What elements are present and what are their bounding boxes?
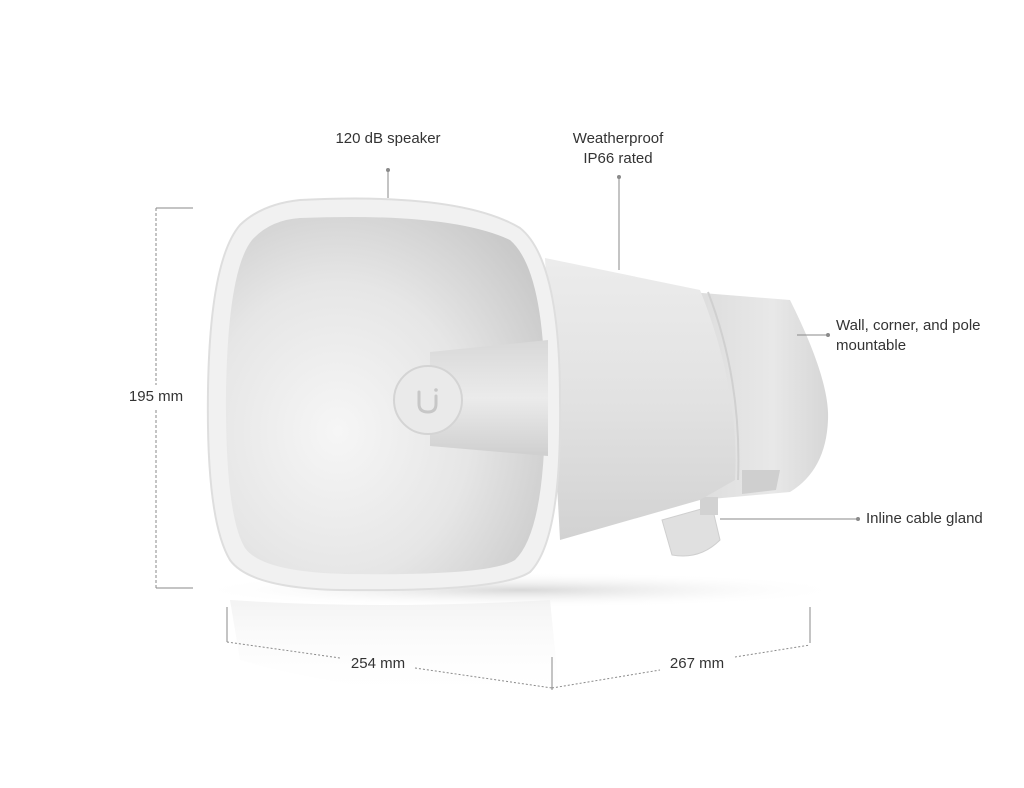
dimension-depth: 267 mm <box>669 655 725 672</box>
logo-icon <box>417 388 438 414</box>
cable-gland <box>661 497 721 557</box>
callout-weatherproof-line2: IP66 rated <box>583 150 653 167</box>
callout-speaker: 120 dB speaker <box>335 130 441 147</box>
callout-mount-line1: Wall, corner, and pole <box>836 317 981 334</box>
dimension-width: 254 mm <box>350 655 406 672</box>
callout-weatherproof: Weatherproof IP66 rated <box>573 129 664 169</box>
dimension-height: 195 mm <box>128 387 184 407</box>
callout-weatherproof-line1: Weatherproof <box>572 130 664 147</box>
dimension-lines <box>155 207 811 690</box>
center-cap <box>393 365 463 435</box>
callout-mount: Wall, corner, and pole mountable <box>836 316 981 356</box>
callout-lines <box>386 168 860 521</box>
callout-cable-gland: Inline cable gland <box>866 510 983 527</box>
callout-mount-line2: mountable <box>836 337 907 354</box>
